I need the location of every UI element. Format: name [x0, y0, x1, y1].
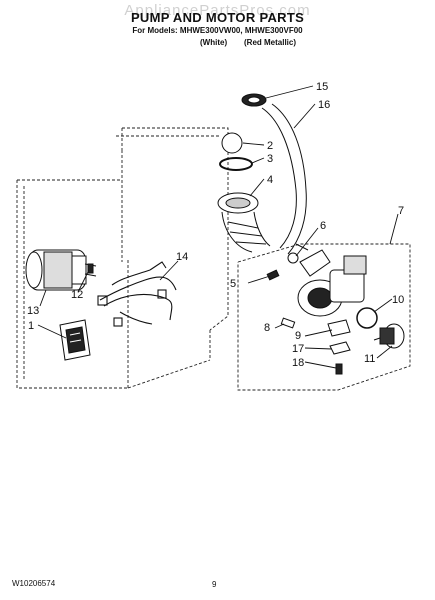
callout-13: 13 — [27, 305, 39, 317]
callout-6: 6 — [320, 220, 326, 232]
drain-pump — [295, 243, 367, 317]
callout-11: 11 — [364, 353, 375, 365]
callout-18: 18 — [292, 357, 304, 369]
gasket-10 — [356, 307, 378, 329]
callout-1: 1 — [28, 320, 34, 332]
filter-cap-11 — [373, 323, 405, 349]
screw-18 — [335, 363, 343, 375]
callout-3: 3 — [267, 153, 273, 165]
callout-7: 7 — [398, 205, 404, 217]
page-number: 9 — [212, 580, 217, 589]
screw-5 — [266, 269, 280, 281]
hose-clamp-top — [241, 93, 267, 107]
leader-lines — [37, 85, 399, 369]
cap — [221, 132, 243, 154]
screw-12 — [87, 263, 94, 274]
callout-4: 4 — [267, 174, 273, 186]
drain-hose — [261, 103, 307, 255]
sump-filter — [217, 192, 271, 253]
variant-white: (White) — [200, 38, 228, 47]
callout-15: 15 — [316, 81, 328, 93]
callout-5: 5 — [230, 278, 236, 290]
clamp-small — [287, 252, 299, 264]
callout-2: 2 — [267, 140, 273, 152]
foot-17 — [329, 341, 351, 355]
watermark: AppliancePartsPros.com — [124, 2, 311, 19]
callout-17: 17 — [292, 343, 304, 355]
callout-8: 8 — [264, 322, 270, 334]
wire-harness — [97, 261, 177, 327]
callout-9: 9 — [295, 330, 301, 342]
callout-14: 14 — [176, 251, 188, 263]
page-title: PUMP AND MOTOR PARTS — [130, 10, 305, 25]
screw-8 — [280, 317, 296, 329]
motor-control — [59, 319, 91, 361]
document-number: W10206574 — [12, 579, 56, 588]
variant-red: (Red Metallic) — [244, 38, 297, 47]
bracket-9 — [327, 319, 351, 337]
pump-assembly-box — [237, 243, 411, 391]
clamp-ring — [219, 157, 253, 171]
motor — [25, 249, 97, 291]
callout-16: 16 — [318, 99, 330, 111]
callouts: 1 2 3 4 5 6 7 8 9 10 11 12 13 14 15 16 1… — [27, 81, 404, 369]
callout-12: 12 — [71, 289, 83, 301]
models-line: For Models: MHWE300VW00, MHWE300VF00 — [132, 26, 303, 35]
callout-10: 10 — [392, 294, 404, 306]
